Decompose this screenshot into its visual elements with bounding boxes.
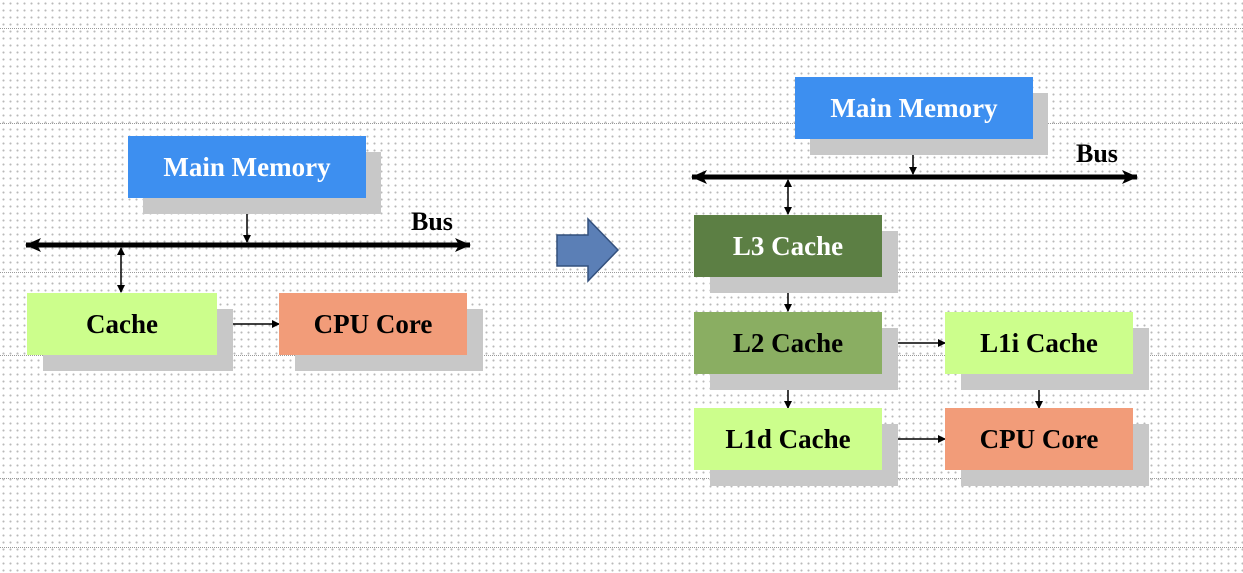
left-main-memory-box: Main Memory: [128, 136, 366, 198]
right-bus-label: Bus: [1076, 139, 1118, 168]
l1d-cache-box: L1d Cache: [694, 408, 882, 470]
right-main-memory-box: Main Memory: [795, 77, 1033, 139]
l1i-cache-box: L1i Cache: [945, 312, 1133, 374]
guide-line: [0, 547, 1243, 548]
guide-line: [0, 272, 1243, 273]
guide-line: [0, 478, 1243, 479]
guide-line: [0, 123, 1243, 124]
right-arrow-icon: [556, 217, 620, 283]
left-bus-label: Bus: [411, 207, 453, 236]
left-cpu-core-box: CPU Core: [279, 293, 467, 355]
l2-cache-box: L2 Cache: [694, 312, 882, 374]
guide-line: [0, 355, 1243, 356]
right-cpu-core-box: CPU Core: [945, 408, 1133, 470]
l3-cache-box: L3 Cache: [694, 215, 882, 277]
guide-line: [0, 28, 1243, 29]
left-cache-box: Cache: [27, 293, 217, 355]
